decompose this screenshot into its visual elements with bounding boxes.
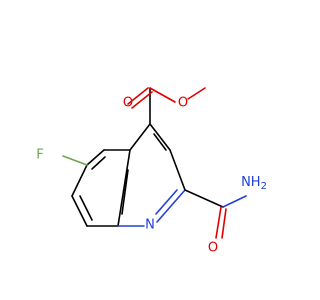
atom-label-f: F (36, 148, 43, 163)
atom-label-nh-subscript: 2 (261, 181, 267, 192)
bond-c4-c3-inner (153, 133, 167, 151)
bond-c2-camide (184, 189, 224, 208)
bond-c8a-c4a (117, 149, 131, 227)
bond-co-double-a (127, 87, 149, 105)
bond-c4a-c4 (129, 123, 151, 151)
structure-canvas: F O O N O NH2 (36, 87, 267, 256)
bond-c7-c8-inner (79, 195, 93, 221)
bond-c8a-c4a-inner (121, 169, 129, 215)
bond-c2-n1 (156, 189, 186, 223)
bond-c5-c6-inner (91, 156, 106, 170)
atom-label-ester-carbonyl-o: O (123, 96, 133, 111)
bond-c5-c6 (86, 149, 105, 166)
atom-label-amide-nh2: NH2 (241, 175, 267, 192)
bond-c6-f (62, 155, 88, 166)
bond-camide-o-a (215, 206, 222, 239)
atom-label-ring-n: N (145, 218, 155, 233)
molecule-diagram: F O O N O NH2 (36, 87, 267, 256)
bond-c3-c2 (169, 149, 186, 191)
atom-label-nh: NH (241, 175, 261, 190)
bond-co-double-b (131, 91, 153, 109)
bond-c4-c3 (149, 123, 171, 151)
atom-label-ester-ether-o: O (178, 96, 188, 111)
bond-c6-c7 (71, 164, 88, 197)
bond-camide-n (222, 195, 247, 208)
atom-label-amide-o: O (208, 241, 218, 256)
bond-c7-c8 (71, 195, 88, 227)
bond-c-oether (149, 87, 176, 103)
bond-camide-o-b (221, 208, 227, 239)
bond-c2-n1-inner (155, 189, 178, 215)
bond-oether-ch3 (187, 87, 206, 100)
